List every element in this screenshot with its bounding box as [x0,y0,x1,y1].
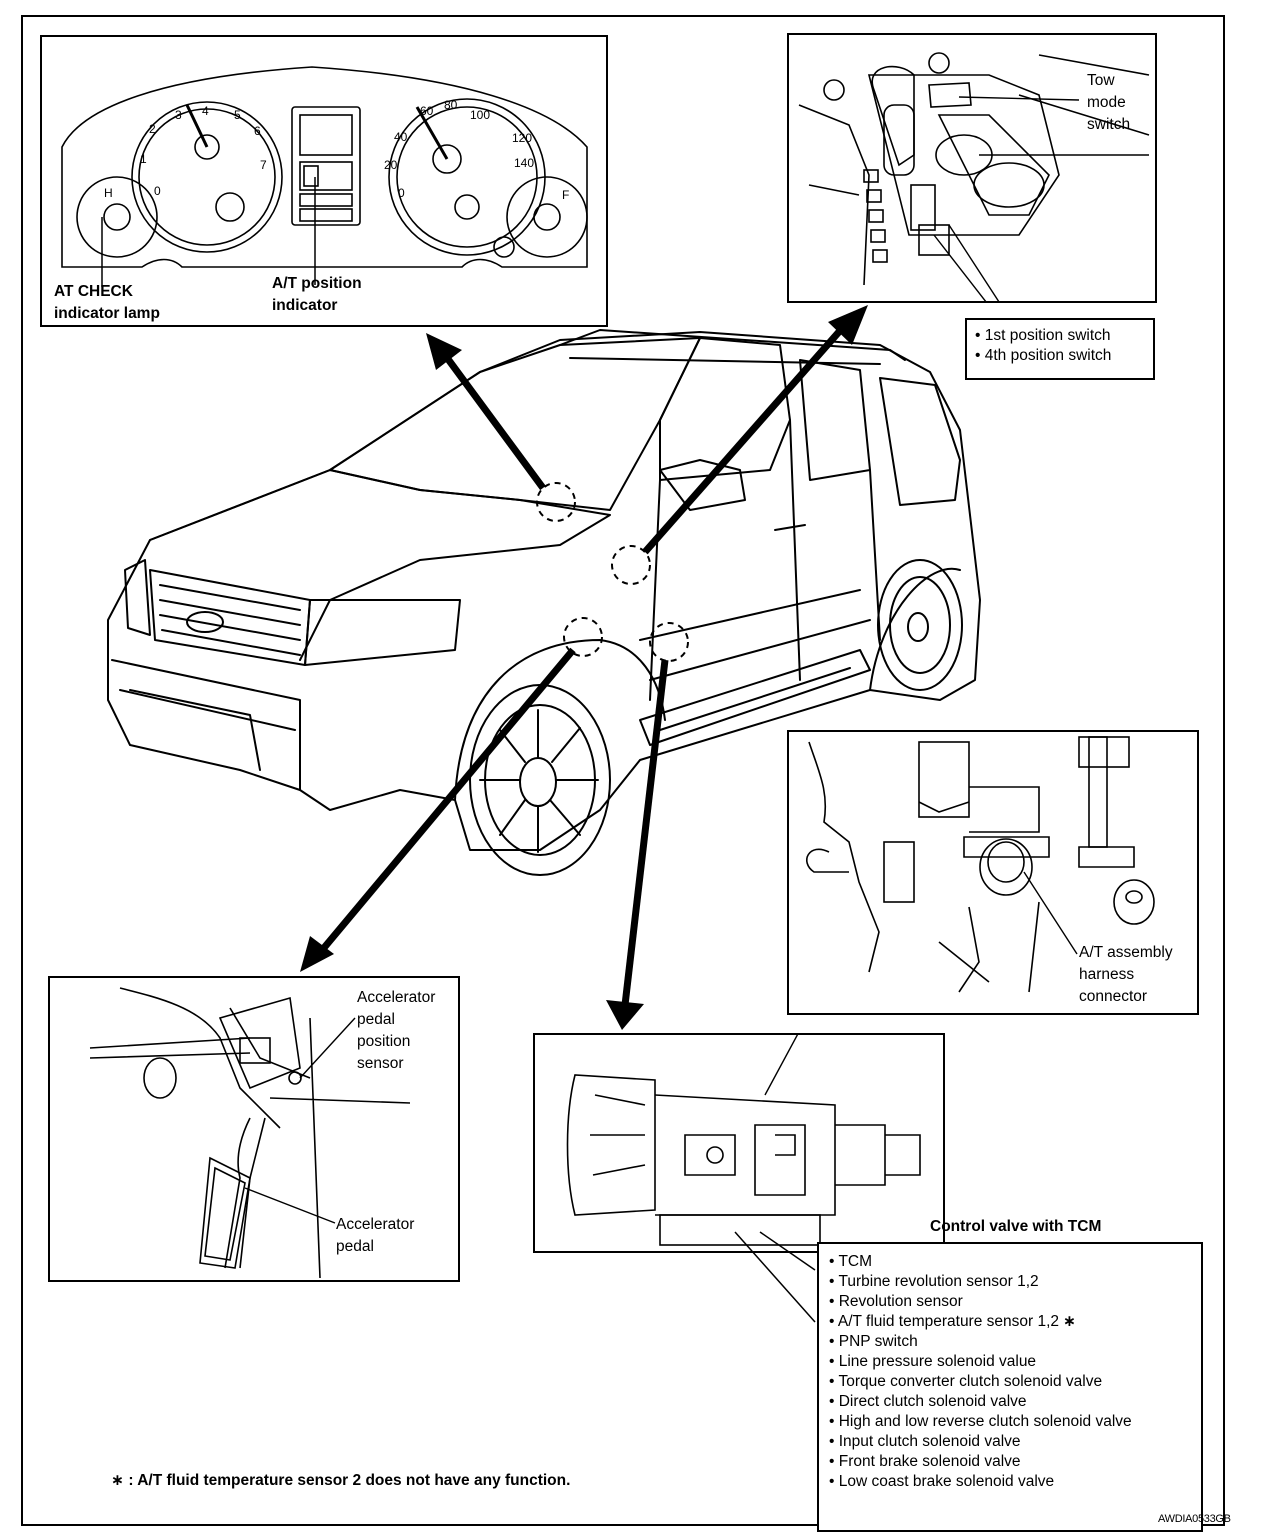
shifter-console-illustration [798,52,1150,326]
transmission-title: Control valve with TCM [930,1218,1102,1235]
svg-text:F: F [562,188,569,202]
list-item: • TCM [829,1253,873,1270]
svg-text:140: 140 [514,156,534,170]
svg-text:0: 0 [398,186,405,200]
figure-frame [21,15,1225,1526]
at-position-label: A/T position indicator [272,275,362,314]
list-item-label: Revolution sensor [838,1293,963,1310]
list-item-label: Input clutch solenoid valve [838,1433,1021,1450]
tow-mode-switch-label: Tow mode switch [1087,72,1131,133]
svg-text:2: 2 [149,122,156,136]
asterisk-mark: ∗ [1063,1313,1077,1330]
svg-text:4: 4 [202,104,209,118]
accelerator-pedal-panel: Accelerator pedal position sensor Accele… [48,976,460,1282]
harness-connector-label: A/T assembly harness connector [1079,944,1173,1005]
list-item-label: Front brake solenoid valve [838,1453,1021,1470]
list-item: • Torque converter clutch solenoid valve [829,1373,1103,1390]
svg-text:H: H [104,186,113,200]
list-item: • Direct clutch solenoid valve [829,1393,1027,1410]
svg-text:40: 40 [394,130,408,144]
svg-text:80: 80 [444,98,458,112]
at-check-label: AT CHECK indicator lamp [54,283,160,322]
list-item: • Front brake solenoid valve [829,1453,1021,1470]
svg-text:100: 100 [470,108,490,122]
footnote-text: : A/T fluid temperature sensor 2 does no… [128,1472,571,1489]
list-item: • A/T fluid temperature sensor 1,2∗ [829,1313,1077,1330]
svg-text:60: 60 [420,104,434,118]
svg-text:5: 5 [234,108,241,122]
accelerator-pedal-illustration [89,987,411,1279]
pedal-label: Accelerator pedal [336,1216,415,1255]
shifter-console-panel: Tow mode switch [787,33,1157,326]
list-item: • Low coast brake solenoid valve [829,1473,1055,1490]
svg-text:120: 120 [512,131,532,145]
list-item: • Turbine revolution sensor 1,2 [829,1273,1039,1290]
footnote: ∗ : A/T fluid temperature sensor 2 does … [111,1470,570,1492]
list-item-label: Turbine revolution sensor 1,2 [838,1273,1039,1290]
list-item: • Line pressure solenoid value [829,1353,1037,1370]
svg-text:3: 3 [175,108,182,122]
list-item: • 4th position switch [975,347,1112,364]
pedal-sensor-label: Accelerator pedal position sensor [357,989,436,1072]
position-switch-list: • 1st position switch • 4th position swi… [965,318,1155,380]
list-item-label: Line pressure solenoid value [838,1353,1037,1370]
transmission-panel [533,1029,945,1253]
footnote-asterisk: ∗ [111,1472,124,1489]
svg-text:0: 0 [154,184,161,198]
figure-code: AWDIA0533GB [1158,1513,1231,1525]
list-item: • Revolution sensor [829,1293,963,1310]
list-item-label: Direct clutch solenoid valve [838,1393,1027,1410]
list-item-label: A/T fluid temperature sensor 1,2 [837,1313,1060,1330]
transmission-component-list: • TCM • Turbine revolution sensor 1,2 • Re… [817,1242,1203,1532]
list-item-label: Low coast brake solenoid valve [838,1473,1055,1490]
list-item: • High and low reverse clutch solenoid v… [829,1413,1132,1430]
list-item: • Input clutch solenoid valve [829,1433,1021,1450]
list-item-label: High and low reverse clutch solenoid val… [838,1413,1132,1430]
svg-text:6: 6 [254,124,261,138]
list-item-label: TCM [838,1253,873,1270]
list-item: • 1st position switch [975,327,1111,344]
svg-text:7: 7 [260,158,267,172]
list-item-label: PNP switch [838,1333,918,1350]
svg-text:1: 1 [140,152,147,166]
svg-text:20: 20 [384,158,398,172]
harness-connector-illustration [806,736,1155,993]
harness-connector-panel: A/T assembly harness connector [787,730,1199,1015]
list-item-label: Torque converter clutch solenoid valve [838,1373,1103,1390]
transmission-illustration [566,1029,921,1246]
list-item: • PNP switch [829,1333,918,1350]
